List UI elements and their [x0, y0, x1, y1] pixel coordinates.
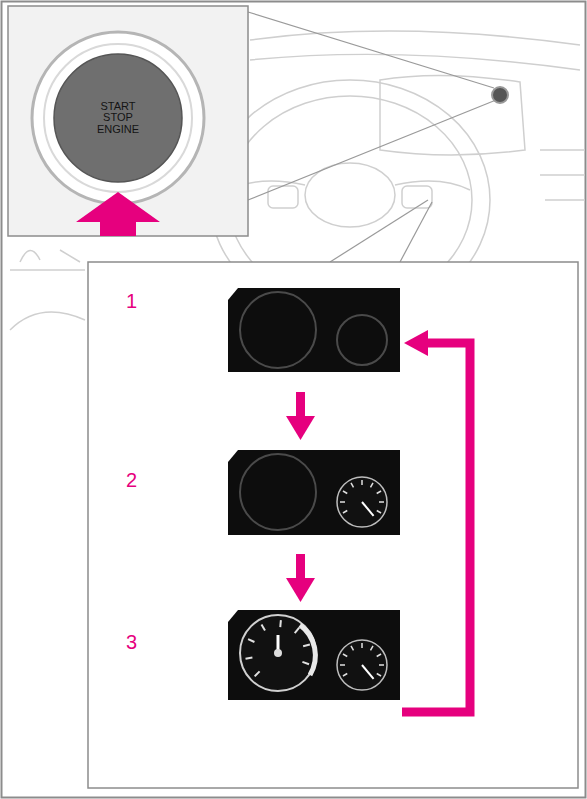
return-arrow [404, 330, 428, 356]
meter-panel [228, 450, 400, 535]
step-arrow [286, 392, 315, 602]
inset-box [8, 6, 248, 236]
button-ring [44, 44, 192, 192]
meter-panel [228, 288, 400, 372]
meter-panel [228, 610, 400, 700]
button-location [492, 87, 508, 103]
button-ring [32, 32, 204, 204]
return-arrow [402, 343, 470, 712]
step-number: 2 [126, 470, 137, 490]
button-face [54, 54, 182, 182]
start-button: START STOP ENGINE [54, 54, 182, 182]
button-label: START STOP ENGINE [87, 101, 149, 136]
step-number: 3 [126, 632, 137, 652]
press-arrow [76, 192, 160, 236]
display-box [88, 262, 578, 788]
step-number: 1 [126, 291, 137, 311]
leader-line [248, 12, 496, 262]
